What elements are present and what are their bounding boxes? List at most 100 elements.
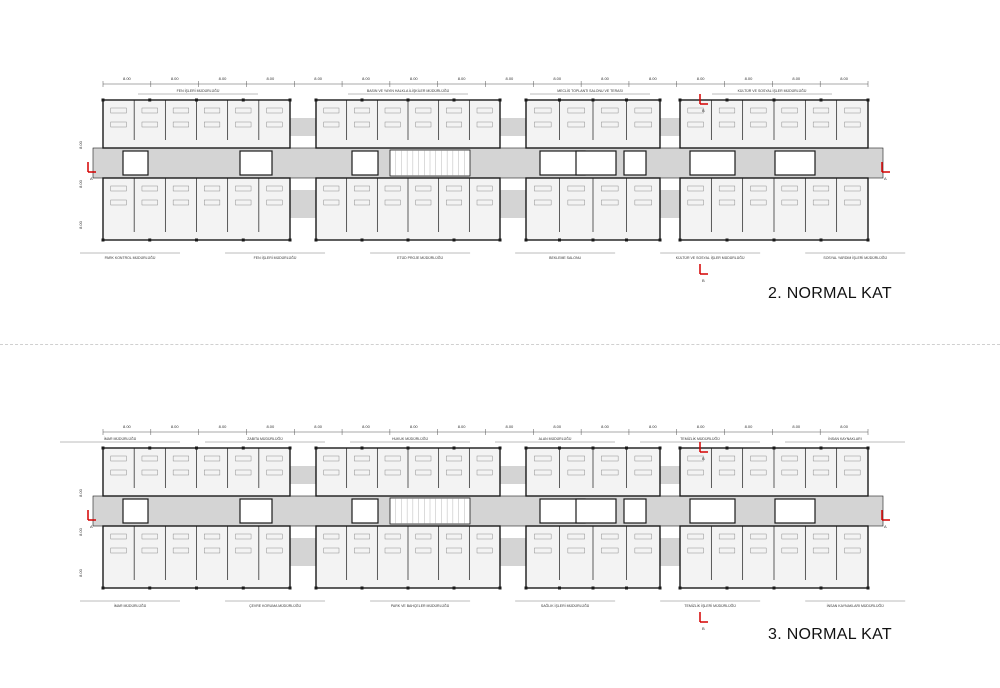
column [524, 586, 528, 590]
desk [476, 547, 493, 554]
connector-bridge [660, 466, 680, 484]
dimension-label: 8.00 [314, 76, 323, 81]
desk [323, 185, 340, 192]
desk [235, 533, 252, 540]
section-mark-label: B [702, 108, 705, 113]
dimension-label: 8.00 [458, 424, 467, 429]
dimension-label: 8.00 [266, 424, 275, 429]
dimension-label: 8.00 [745, 76, 754, 81]
dimension-label: 8.00 [314, 424, 323, 429]
desk [415, 121, 432, 128]
desk [601, 185, 619, 192]
desk [266, 199, 283, 206]
column [101, 98, 105, 102]
main-corridor [92, 495, 884, 527]
column [678, 98, 682, 102]
column [314, 238, 318, 242]
desk [235, 547, 252, 554]
desk [172, 533, 189, 540]
column [558, 586, 561, 590]
dept-label-bottom: ETÜD PROJE MÜDÜRLÜĞÜ [397, 255, 443, 260]
column [772, 238, 776, 242]
desk [323, 121, 340, 128]
desk [354, 199, 370, 206]
desk [718, 121, 736, 128]
desk [110, 533, 127, 540]
column [241, 98, 245, 102]
column [148, 586, 152, 590]
desk [750, 107, 767, 114]
desk [476, 533, 493, 540]
desk [354, 185, 370, 192]
desk [354, 533, 370, 540]
service-core [689, 498, 736, 524]
dept-label-bottom: ÇEVRE KORUMA MÜDÜRLÜĞÜ [249, 603, 301, 608]
section-mark: A [881, 162, 890, 181]
dept-label-bottom: FEN İŞLERİ MÜDÜRLÜĞÜ [254, 255, 297, 260]
desk [567, 533, 585, 540]
desk [634, 533, 652, 540]
column [772, 586, 776, 590]
connector-bridge [290, 466, 316, 484]
dimension-label: 8.00 [553, 76, 562, 81]
column [658, 586, 662, 590]
dept-label-bottom: KÜLTÜR VE SOSYAL İŞLER MÜDÜRLÜĞÜ [676, 255, 745, 260]
desk [750, 547, 767, 554]
column [625, 98, 628, 102]
dimension-label: 8.00 [171, 76, 180, 81]
desk [415, 469, 432, 476]
desk [384, 533, 401, 540]
section-mark-label: B [702, 626, 705, 631]
desk [266, 547, 283, 554]
dimension-label: 8.00 [362, 76, 371, 81]
desk [750, 455, 767, 462]
desk [110, 107, 127, 114]
desk [204, 547, 221, 554]
desk [781, 185, 798, 192]
column [558, 238, 561, 242]
desk [534, 107, 552, 114]
section-mark: B [699, 264, 708, 283]
desk [476, 455, 493, 462]
connector-bridge [500, 538, 526, 566]
dept-label-bottom: BEKLEME SALONU [549, 256, 581, 260]
desk [750, 185, 767, 192]
connector-bridge [500, 466, 526, 484]
desk [534, 455, 552, 462]
desk [718, 185, 736, 192]
desk [266, 107, 283, 114]
desk [235, 469, 252, 476]
column [360, 446, 364, 450]
dept-label-bottom: PARK VE BAHÇELER MÜDÜRLÜĞÜ [391, 603, 450, 608]
floor-title-3: 3. NORMAL KAT [768, 626, 892, 643]
desk [141, 547, 158, 554]
column [148, 98, 152, 102]
column [625, 446, 628, 450]
desk [415, 199, 432, 206]
dept-label-bottom: SOSYAL YARDIM İŞLERİ MÜDÜRLÜĞÜ [823, 255, 887, 260]
section-mark-label: A [90, 176, 93, 181]
column [406, 586, 410, 590]
dept-label-top: İMAR MÜDÜRLÜĞÜ [104, 436, 137, 441]
axis-dimension-label: 8.00 [78, 527, 83, 536]
desk [781, 199, 798, 206]
column [288, 586, 292, 590]
desk [354, 455, 370, 462]
column [866, 446, 870, 450]
desk [844, 107, 861, 114]
section-mark-label: A [884, 176, 887, 181]
desk [266, 121, 283, 128]
column [288, 238, 292, 242]
service-core [239, 150, 273, 176]
service-core [623, 498, 647, 524]
column [591, 238, 595, 242]
dimension-label: 8.00 [506, 424, 515, 429]
desk [141, 469, 158, 476]
desk [718, 533, 736, 540]
column [195, 98, 198, 102]
service-core [122, 150, 149, 176]
service-core [239, 498, 273, 524]
dimension-label: 8.00 [458, 76, 467, 81]
